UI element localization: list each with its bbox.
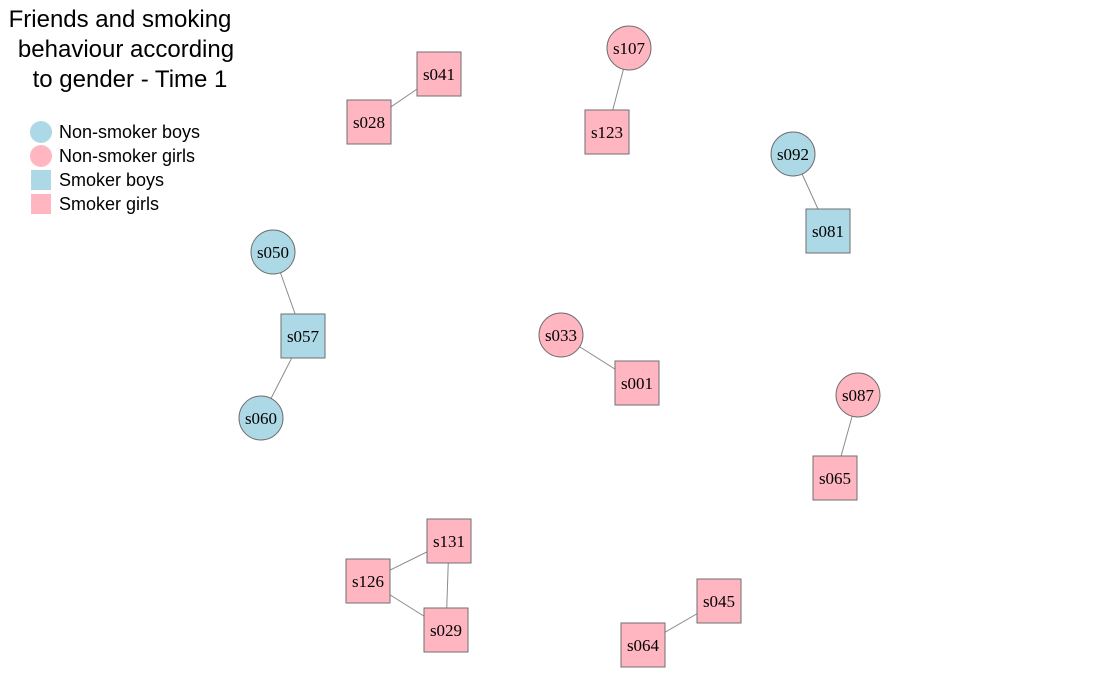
node-square (346, 99, 392, 145)
node-s065: s065 (812, 455, 858, 501)
node-s081: s081 (805, 208, 851, 254)
node-label: s028 (353, 113, 385, 132)
nodes: s041 s028 s107 s123 s092 s081 s050 s057 s060 s033… (238, 25, 881, 668)
node-label: s087 (842, 386, 875, 405)
node-label: s029 (430, 621, 462, 640)
node-label: s081 (812, 222, 844, 241)
node-label: s057 (287, 327, 320, 346)
legend-item: Smoker girls (31, 194, 159, 214)
node-square (620, 622, 666, 668)
node-square (696, 578, 742, 624)
legend-circle-swatch (30, 145, 52, 167)
node-s029: s029 (423, 607, 469, 653)
title-line-3: to gender - Time 1 (33, 66, 228, 93)
node-circle (250, 229, 296, 275)
node-square (280, 313, 326, 359)
node-label: s045 (703, 592, 735, 611)
node-s050: s050 (250, 229, 296, 275)
title-line-1: Friends and smoking (9, 6, 232, 33)
node-label: s050 (257, 243, 289, 262)
node-circle (238, 395, 284, 441)
node-label: s060 (245, 409, 277, 428)
legend-label: Smoker girls (59, 194, 159, 214)
node-label: s131 (433, 532, 465, 551)
node-label: s107 (613, 39, 646, 58)
node-square (812, 455, 858, 501)
node-label: s064 (627, 636, 660, 655)
node-s123: s123 (584, 109, 630, 155)
node-square (805, 208, 851, 254)
node-label: s041 (423, 65, 455, 84)
legend-square-swatch (31, 194, 51, 214)
node-s057: s057 (280, 313, 326, 359)
node-s028: s028 (346, 99, 392, 145)
node-s131: s131 (426, 518, 472, 564)
node-circle (538, 312, 584, 358)
node-s092: s092 (770, 131, 816, 177)
node-s064: s064 (620, 622, 666, 668)
chart-title: Friends and smoking behaviour according … (9, 6, 234, 93)
node-s033: s033 (538, 312, 584, 358)
node-circle (606, 25, 652, 71)
title-line-2: behaviour according (18, 36, 234, 63)
legend-circle-swatch (30, 121, 52, 143)
node-label: s065 (819, 469, 851, 488)
node-circle (835, 372, 881, 418)
node-s001: s001 (614, 360, 660, 406)
node-s041: s041 (416, 51, 462, 97)
node-square (584, 109, 630, 155)
legend-square-swatch (31, 170, 51, 190)
node-square (426, 518, 472, 564)
legend-label: Non-smoker girls (59, 146, 195, 166)
node-square (423, 607, 469, 653)
node-label: s123 (591, 123, 623, 142)
node-s087: s087 (835, 372, 881, 418)
node-s060: s060 (238, 395, 284, 441)
legend-label: Smoker boys (59, 170, 164, 190)
node-circle (770, 131, 816, 177)
legend-label: Non-smoker boys (59, 122, 200, 142)
node-s126: s126 (345, 558, 391, 604)
node-square (416, 51, 462, 97)
node-label: s033 (545, 326, 577, 345)
node-square (614, 360, 660, 406)
legend-item: Smoker boys (31, 170, 164, 190)
node-square (345, 558, 391, 604)
legend-item: Non-smoker girls (30, 145, 195, 167)
node-s107: s107 (606, 25, 652, 71)
node-label: s092 (777, 145, 809, 164)
node-label: s126 (352, 572, 384, 591)
node-s045: s045 (696, 578, 742, 624)
node-label: s001 (621, 374, 653, 393)
legend-item: Non-smoker boys (30, 121, 200, 143)
